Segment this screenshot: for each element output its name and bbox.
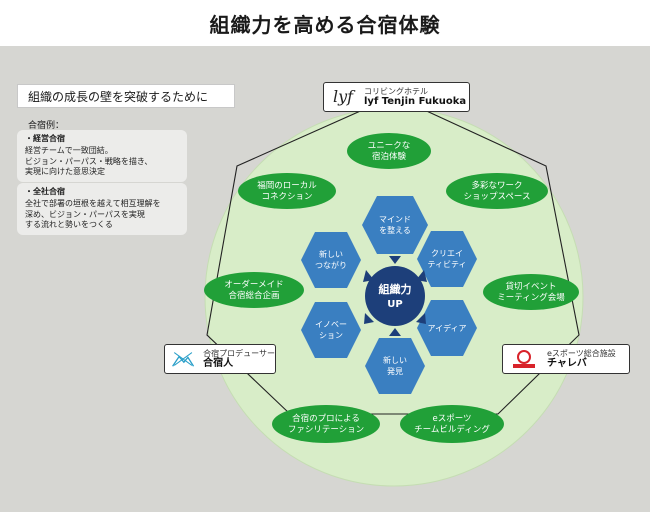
hexagon-label: アイディア (427, 323, 466, 333)
hexagon-label: ティビティ (427, 260, 466, 269)
partner-sub: eスポーツ総合施設 (547, 348, 616, 358)
partner-name: lyf Tenjin Fukuoka (364, 95, 467, 107)
ellipse-label: オーダーメイド (224, 279, 283, 290)
hexagon-creativity: クリエイ ティビティ (417, 231, 477, 287)
example-line: 経営チームで一致団結。 (25, 145, 113, 155)
arrow-from-innovation (364, 313, 374, 324)
outer-heptagon-outline (206, 95, 580, 415)
subtitle-box: 組織の成長の壁を突破するために (17, 84, 235, 108)
arrow-from-discovery (389, 328, 401, 336)
example-title: ・全社合宿 (25, 187, 65, 196)
ellipse-workshop-space: 多彩なワーク ショップスペース (446, 173, 548, 209)
footer-strip (0, 512, 650, 523)
hexagon-label: を整える (379, 225, 411, 235)
ellipse-label: 宿泊体験 (372, 151, 407, 162)
examples-label: 合宿例： (28, 121, 65, 131)
example-box-keiei: ・経営合宿 経営チームで一致団結。 ビジョン・パーパス・戦略を描き、 実現に向け… (17, 130, 187, 183)
ellipse-label: チームビルディング (414, 424, 490, 435)
partner-gasshukujin: 合宿プロデューサー 合宿人 (164, 344, 276, 374)
lyf-logo: lyf (332, 87, 354, 106)
ellipse-unique-stay: ユニークな 宿泊体験 (347, 133, 431, 169)
ellipse-label: 福岡のローカル (257, 180, 317, 191)
partner-sub: 合宿プロデューサー (203, 348, 275, 358)
ellipse-label: ユニークな (368, 141, 411, 151)
partner-name: 合宿人 (203, 357, 234, 369)
hexagon-innovation: イノベー ション (301, 302, 361, 358)
hexagon-label: イノベー (315, 320, 347, 329)
center-label-line1: 組織力 (379, 282, 412, 296)
ellipse-label: 多彩なワーク (471, 180, 522, 191)
ellipse-custom-planning: オーダーメイド 合宿総合企画 (204, 272, 304, 308)
example-line: 深め、ビジョン・パーパスを実現 (25, 209, 145, 219)
hexagon-discovery: 新しい 発見 (365, 338, 425, 394)
ellipse-local-connection: 福岡のローカル コネクション (238, 173, 336, 209)
ellipse-label: ファシリテーション (288, 425, 364, 435)
arrow-from-idea (416, 313, 426, 324)
example-box-zensha: ・全社合宿 全社で部署の垣根を越えて相互理解を 深め、ビジョン・パーパスを実現 … (17, 183, 187, 236)
example-line: する流れと勢いをつくる (25, 220, 113, 230)
partner-lyf: lyf コリビングホテル lyf Tenjin Fukuoka (323, 82, 470, 112)
hexagon-mindset: マインド を整える (362, 196, 428, 254)
ellipse-label: 合宿のプロによる (292, 413, 360, 424)
ellipse-label: ミーティング会場 (497, 292, 565, 303)
ellipse-label: eスポーツ (432, 414, 471, 424)
ellipse-esports-teambuilding: eスポーツ チームビルディング (400, 405, 504, 443)
ellipse-label: 貸切イベント (505, 281, 556, 292)
hexagon-connection: 新しい つながり (301, 232, 361, 288)
hexagon-label: 発見 (387, 367, 403, 376)
center-circle: 組織力 UP (365, 266, 425, 326)
ellipse-facilitation: 合宿のプロによる ファシリテーション (272, 405, 380, 443)
arrow-from-mindset (389, 256, 401, 264)
ellipse-label: ショップスペース (464, 192, 531, 202)
example-line: ビジョン・パーパス・戦略を描き、 (25, 156, 153, 166)
partner-name: チャレバ (547, 357, 587, 369)
hexagon-label: ション (319, 331, 343, 340)
mountain-tent-logo-icon (172, 352, 195, 367)
example-line: 実現に向けた意思決定 (25, 167, 105, 177)
challengers-park-logo-icon (513, 350, 535, 368)
partner-chareba: eスポーツ総合施設 チャレバ (502, 344, 630, 374)
header-bar: 組織力を高める合宿体験 (0, 0, 650, 46)
subtitle-text: 組織の成長の壁を突破するために (28, 89, 209, 104)
page-title: 組織力を高める合宿体験 (209, 12, 441, 37)
ellipse-event-meeting: 貸切イベント ミーティング会場 (483, 274, 579, 310)
center-label-line2: UP (387, 299, 402, 310)
hexagon-label: マインド (379, 215, 411, 224)
ellipse-label: コネクション (261, 192, 312, 202)
example-title: ・経営合宿 (25, 134, 65, 143)
hexagon-label: クリエイ (431, 249, 463, 258)
ellipse-label: 合宿総合企画 (228, 290, 279, 301)
hexagon-label: つながり (315, 260, 347, 270)
hexagon-label: 新しい (383, 355, 407, 365)
hexagon-label: 新しい (319, 249, 343, 259)
hexagon-idea: アイディア (417, 300, 477, 356)
example-line: 全社で部署の垣根を越えて相互理解を (25, 198, 161, 208)
partner-sub: コリビングホテル (364, 86, 428, 96)
